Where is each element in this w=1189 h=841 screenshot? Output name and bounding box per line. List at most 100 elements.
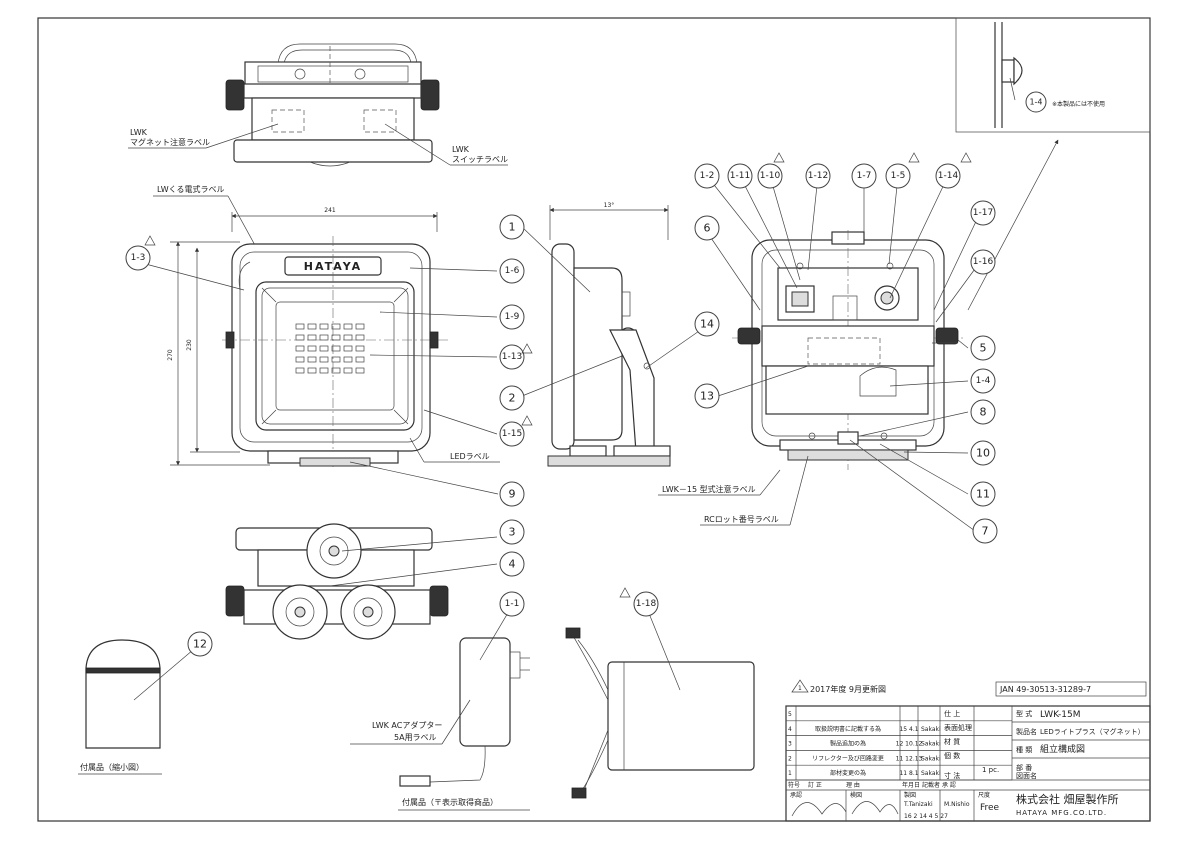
vent-slot <box>355 345 365 352</box>
svg-text:1-14: 1-14 <box>938 171 959 181</box>
revision-triangle <box>144 235 156 246</box>
callout-1-3: 1-3 <box>125 245 151 271</box>
revision-triangle <box>521 415 533 426</box>
callout-1-9: 1-9 <box>499 304 525 330</box>
rev-by: Sakaki <box>921 755 941 762</box>
lwk15-caution-label: LWK－15 型式注意ラベル <box>662 484 756 494</box>
rev-header-cell: 記載者 <box>922 781 940 789</box>
rev-mark: 2 <box>788 755 792 762</box>
callout-1-4: 1-4 <box>970 368 996 394</box>
tb-type-label: 種 類 <box>1016 745 1032 754</box>
tb-surface-label: 表面処理 <box>944 723 972 732</box>
rev-date: 15 4.1 <box>899 726 918 733</box>
svg-text:1-12: 1-12 <box>808 171 828 181</box>
svg-text:13: 13 <box>700 390 714 403</box>
tb-material-label: 材 質 <box>944 737 960 746</box>
vent-slot <box>331 323 341 330</box>
tb-quantity-value: 1 pc. <box>982 766 999 774</box>
tb-drawing-no-label: 図面名 <box>1016 771 1037 780</box>
revision-triangle <box>619 587 631 598</box>
callout-12: 12 <box>187 631 213 657</box>
revision-note: 2017年度 9月更新図 <box>810 684 886 694</box>
rev-header-cell: 理 由 <box>846 781 860 789</box>
tb-checked-label: 検図 <box>850 791 862 799</box>
vent-slot <box>319 334 329 341</box>
svg-text:8: 8 <box>980 406 987 419</box>
callout-1-1: 1-1 <box>499 591 525 617</box>
side-view: 13° <box>547 202 671 467</box>
vent-slot <box>295 367 305 374</box>
accessory-pse-caption: 付属品（〒表示取得商品） <box>402 797 498 807</box>
signature-scribble <box>851 801 899 815</box>
signature-scribble <box>791 802 847 817</box>
hataya-logo: HATAYA <box>304 260 362 273</box>
tb-model-value: LWK-15M <box>1040 710 1081 720</box>
callout-11: 11 <box>970 481 996 507</box>
bottom-view <box>225 523 449 640</box>
svg-text:14: 14 <box>700 318 714 331</box>
svg-text:1-5: 1-5 <box>891 171 906 181</box>
svg-text:3: 3 <box>509 526 516 539</box>
vent-slot <box>343 345 353 352</box>
callout-6: 6 <box>694 215 720 241</box>
svg-text:1-15: 1-15 <box>502 429 522 439</box>
revision-header: 1 2017年度 9月更新図 JAN 49-30513-31289-7 <box>791 679 1147 697</box>
callout-2: 2 <box>499 385 525 411</box>
svg-text:10: 10 <box>976 447 990 460</box>
rev-by: Sakaki <box>921 726 941 733</box>
tb-type-value: 組立構成図 <box>1040 743 1085 755</box>
tb-model-label: 型 式 <box>1016 709 1032 718</box>
rev-header-cell: 年月日 <box>902 781 920 789</box>
top-view-labels: LWK マグネット注意ラベル LWK スイッチラベル <box>128 123 508 166</box>
svg-text:1-1: 1-1 <box>505 599 520 609</box>
front-view: LWくる電式ラベル 241 270 230 HATAYA L <box>153 184 500 470</box>
svg-text:1-7: 1-7 <box>857 171 872 181</box>
tb-approved-label: 承認 <box>790 791 802 799</box>
svg-text:1-3: 1-3 <box>131 253 146 263</box>
svg-text:1-16: 1-16 <box>973 257 994 267</box>
tb-checked-value: M.Nishio <box>944 801 970 808</box>
accessory-reduced-caption: 付属品（縮小図） <box>80 762 144 772</box>
rev-mark: 3 <box>788 741 792 748</box>
svg-text:11: 11 <box>976 488 990 501</box>
leader-lines <box>133 77 1016 701</box>
led-cooling-vents <box>295 323 365 374</box>
svg-text:1-11: 1-11 <box>730 171 750 181</box>
detail-inset: ※本製品には不使用 <box>955 17 1151 311</box>
svg-text:1-6: 1-6 <box>505 266 520 276</box>
vent-slot <box>343 367 353 374</box>
svg-text:1-2: 1-2 <box>700 171 715 181</box>
adapter-label-line2: 5A用ラベル <box>394 733 437 742</box>
callout-9: 9 <box>499 481 525 507</box>
rev-by: Sakaki <box>921 770 941 777</box>
jan-code: JAN 49-30513-31289-7 <box>999 685 1091 694</box>
rev-by: Sakaki <box>921 741 941 748</box>
callout-14: 14 <box>694 311 720 337</box>
svg-text:4: 4 <box>509 558 516 571</box>
svg-text:1-4: 1-4 <box>976 376 991 386</box>
svg-text:1-13: 1-13 <box>502 352 522 362</box>
tb-product-value: LEDライトプラス（マグネット） <box>1040 727 1145 736</box>
svg-text:1-9: 1-9 <box>505 312 520 322</box>
callout-10: 10 <box>970 440 996 466</box>
not-used-note: ※本製品には不使用 <box>1052 100 1105 108</box>
callout-1-18: 1-18 <box>633 591 659 617</box>
callout-13: 13 <box>694 383 720 409</box>
callout-bubbles: 12345678910111213141-11-21-31-41-51-61-7… <box>125 91 1047 657</box>
vent-slot <box>331 356 341 363</box>
vent-slot <box>319 356 329 363</box>
dim-height-outer: 270 <box>167 349 174 361</box>
tb-drawn-value: T.Tanizaki <box>903 801 933 808</box>
ac-adapter: LWK ACアダプター 5A用ラベル 付属品（〒表示取得商品） <box>350 637 530 811</box>
dim-width: 241 <box>324 207 336 214</box>
cable-bag <box>565 627 755 799</box>
lwk-magnet-label-line1: LWK <box>130 128 148 137</box>
rev-mark: 4 <box>788 726 792 733</box>
rev-date: 12 10.12 <box>896 741 923 748</box>
tb-company-jp: 株式会社 畑屋製作所 <box>1016 792 1119 806</box>
tb-part-label: 部 番 <box>1016 763 1032 772</box>
callout-5: 5 <box>970 335 996 361</box>
callout-1-7: 1-7 <box>851 163 877 189</box>
rev-text: 取扱説明書に記載する為 <box>815 725 881 733</box>
